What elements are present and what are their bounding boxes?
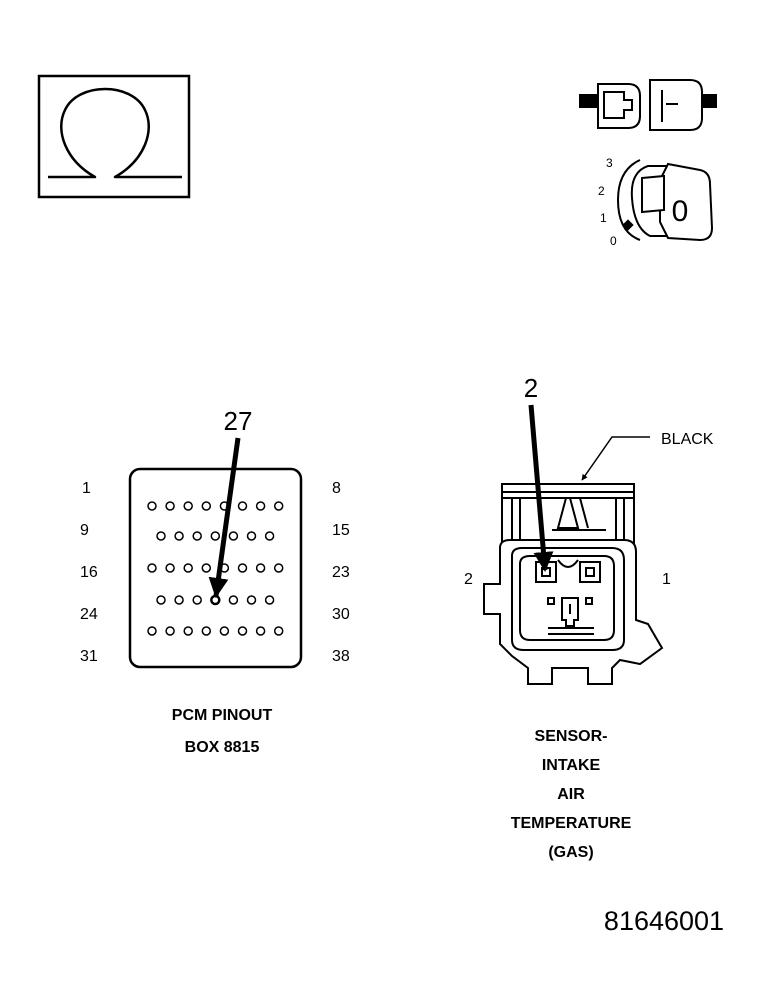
pcm-caption-line2: BOX 8815 [185, 739, 260, 756]
ignition-switch-icon: 0 3 2 1 0 [598, 156, 714, 248]
connector-color-label: BLACK [661, 431, 714, 448]
pcm-row-end-label: 30 [332, 606, 350, 623]
pcm-row-start-label: 1 [82, 480, 91, 497]
figure-id: 81646001 [604, 906, 724, 936]
pcm-pin [228, 595, 239, 605]
key-position-label: 0 [672, 195, 689, 228]
pcm-row-start-label: 16 [80, 564, 98, 581]
sensor-caption-line: (GAS) [548, 844, 593, 861]
pcm-pointer-arrow [208, 437, 241, 598]
pcm-row-end-label: 23 [332, 564, 350, 581]
pcm-pin [192, 595, 202, 605]
pcm-pin [201, 563, 212, 573]
sensor-side-label-left: 2 [464, 571, 473, 588]
pcm-pin [183, 563, 193, 573]
pcm-pin [264, 595, 275, 605]
sensor-pointer-arrow [528, 404, 554, 572]
pcm-pin [219, 626, 230, 636]
pcm-pin [255, 501, 266, 511]
iat-sensor-connector: 2 BLACK 2 1 SENSOR- INTAKE AIR TEMPERATU… [464, 373, 714, 861]
pcm-pin [201, 501, 212, 511]
pcm-pin [255, 626, 266, 636]
pcm-pin [246, 595, 257, 605]
sensor-pointer-label: 2 [524, 373, 538, 403]
pcm-pin [174, 595, 184, 605]
sensor-connector-body [483, 483, 664, 685]
ignition-position-1: 1 [600, 211, 607, 225]
pcm-row-end-label: 38 [332, 648, 350, 665]
pcm-row-end-labels: 8 15 23 30 38 [332, 480, 350, 665]
pcm-caption-line1: PCM PINOUT [172, 707, 273, 724]
sensor-caption-line: TEMPERATURE [511, 815, 632, 832]
pcm-pin-highlighted [210, 594, 221, 606]
pcm-pin [165, 501, 175, 511]
pcm-pin [237, 501, 248, 511]
ignition-position-0: 0 [610, 234, 617, 248]
pcm-pin [147, 563, 157, 573]
pcm-pin [147, 501, 157, 511]
pcm-pin [237, 626, 248, 636]
pcm-row-start-label: 24 [80, 606, 98, 623]
pcm-row-end-label: 8 [332, 480, 341, 497]
sensor-caption-line: AIR [557, 786, 585, 803]
pcm-pin [273, 563, 284, 573]
pcm-pin [201, 626, 212, 636]
pcm-pin [147, 626, 157, 636]
sensor-caption-line: SENSOR- [535, 728, 608, 745]
pcm-pin [183, 626, 193, 636]
pcm-pointer-label: 27 [224, 406, 253, 436]
pcm-pin [210, 531, 221, 541]
pcm-pin [165, 626, 175, 636]
pcm-pin [228, 531, 239, 541]
pcm-pinout: 27 1 9 16 24 31 8 15 23 30 38 PCM PINOUT… [80, 406, 350, 756]
sensor-side-label-right: 1 [662, 571, 671, 588]
pcm-pin [192, 531, 202, 541]
pcm-pin [246, 531, 257, 541]
disconnect-connector-icon [579, 79, 717, 131]
pcm-pin [264, 531, 275, 541]
pcm-connector-body [128, 467, 303, 669]
pcm-pin [273, 626, 284, 636]
ignition-position-2: 2 [598, 184, 605, 198]
pcm-pin [255, 563, 266, 573]
pcm-pin [156, 595, 166, 605]
pcm-pin [156, 531, 166, 541]
pcm-row-start-label: 9 [80, 522, 89, 539]
pcm-pin [237, 563, 248, 573]
pcm-pin [165, 563, 175, 573]
black-leader-line [581, 436, 650, 481]
pcm-row-end-label: 15 [332, 522, 350, 539]
pcm-row-start-labels: 1 9 16 24 31 [80, 480, 98, 665]
ignition-position-3: 3 [606, 156, 613, 170]
ohmmeter-icon: Ω [37, 74, 191, 199]
pcm-pin [273, 501, 284, 511]
pcm-row-start-label: 31 [80, 648, 98, 665]
sensor-caption-line: INTAKE [542, 757, 601, 774]
pcm-pin [174, 531, 184, 541]
pcm-pin-grid [147, 501, 284, 636]
pcm-pin [183, 501, 193, 511]
